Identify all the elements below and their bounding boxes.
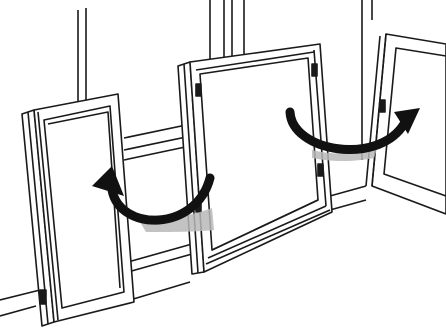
center-window-sash <box>178 44 332 274</box>
